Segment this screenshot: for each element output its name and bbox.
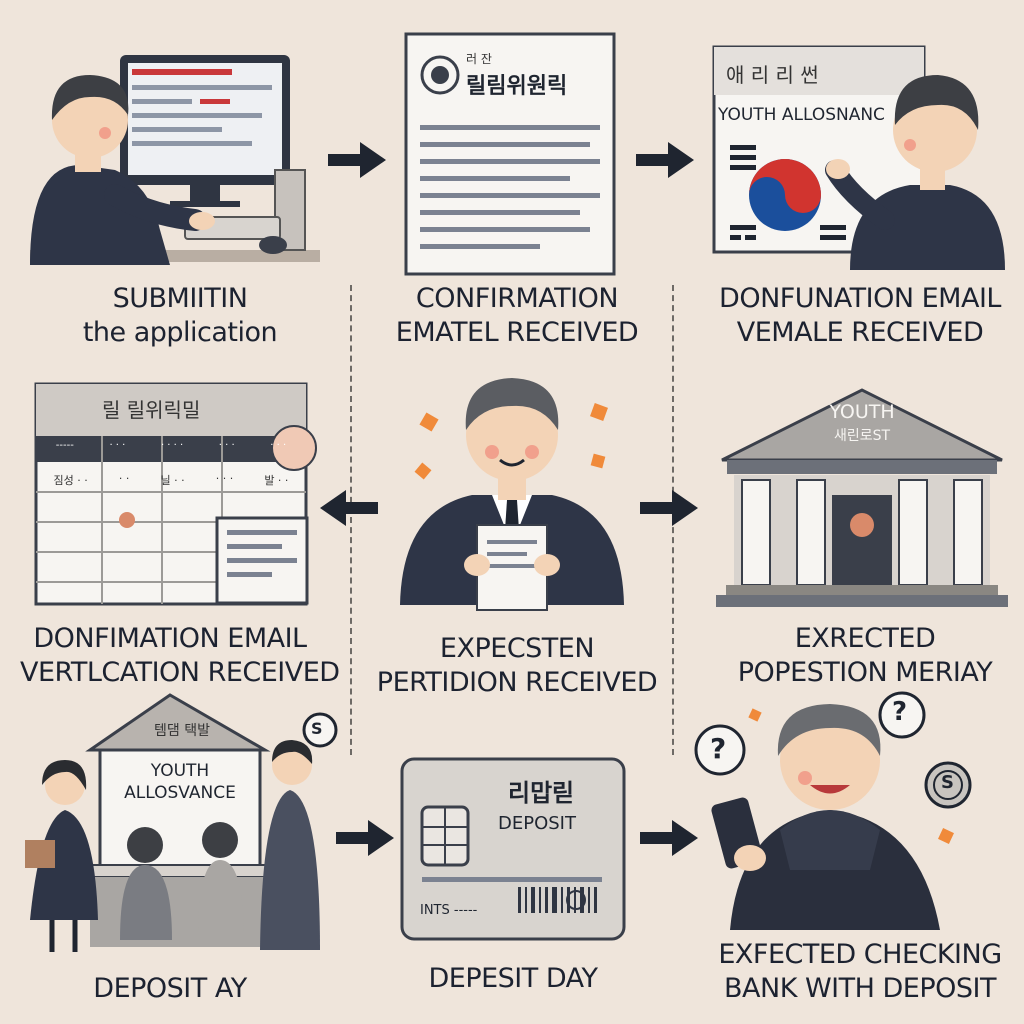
caption-verification: DONFIMATION EMAIL VERTLCATION RECEIVED: [20, 622, 340, 690]
caption-checking: EXFECTED CHECKING BANK WITH DEPOSIT: [700, 938, 1020, 1006]
panel-institution: YOUTH 새린로ST: [712, 385, 1012, 620]
table-header-cell: · · · ·: [160, 440, 184, 451]
panel-center-person: [392, 360, 632, 620]
caption-line: EMATEL RECEIVED: [395, 317, 639, 348]
card-icon: [400, 757, 626, 941]
panel-youth-allowance-sign: 애 리 리 썬 YOUTH ALLOSNANC: [710, 45, 1010, 270]
arrow-left-icon: [318, 488, 378, 528]
arrow-right-icon: [328, 140, 388, 180]
office-illustration: [25, 693, 338, 952]
sign-subheading: YOUTH ALLOSNANC: [718, 105, 885, 125]
caption-institution: EXRECTED POPESTION MERIAY: [715, 622, 1015, 690]
caption-submit: SUBMIITIN the application: [20, 282, 340, 350]
badge-icon: S: [311, 719, 323, 738]
table-header-row: ----- · · · · · · · · · · · · ·: [38, 440, 304, 451]
question-icon: ?: [892, 697, 908, 727]
caption-line: DEPESIT DAY: [428, 963, 598, 994]
table-row: 짐성 · · · · 닐 · · · · · 발 · ·: [38, 472, 304, 488]
flag-sign-illustration: [712, 45, 1005, 270]
table-cell: 짐성 · ·: [53, 474, 88, 487]
pediment-subtitle: 새린로ST: [833, 428, 891, 444]
panel-deposit-card: 리맙릳 DEPOSIT INTS -----: [398, 755, 628, 945]
caption-deposit-office: DEPOSIT AY: [40, 972, 300, 1006]
panel-checking-phone: ? ? S: [690, 690, 1010, 930]
person-with-phone-illustration: [694, 691, 972, 930]
caption-deposit-day: DEPESIT DAY: [398, 962, 628, 996]
table-header-cell: -----: [55, 440, 74, 451]
caption-line: BANK WITH DEPOSIT: [724, 973, 997, 1004]
table-header-cell: · · ·: [218, 440, 235, 451]
office-roof-text: 템댐 택발: [154, 723, 210, 739]
dashed-connector-left: [350, 285, 352, 755]
document-illustration: [404, 32, 616, 276]
caption-line: EXRECTED: [794, 623, 936, 654]
table-cell: · ·: [118, 472, 130, 485]
office-sign-line: ALLOSVANCE: [124, 783, 236, 803]
panel-confirmation-doc: 러 잔 릴림위원릭: [400, 30, 620, 280]
card-number: INTS -----: [420, 903, 478, 918]
table-header-cell: · · ·: [270, 440, 287, 451]
table-title: 릴 릴위릭밀: [102, 398, 201, 422]
card-label: DEPOSIT: [498, 813, 576, 834]
caption-line: DEPOSIT AY: [93, 973, 247, 1004]
caption-center: EXPECSTEN PERTIDION RECEIVED: [372, 632, 662, 700]
bank-building-icon: [716, 388, 1008, 607]
office-sign-line: YOUTH: [150, 761, 210, 781]
table-header-cell: · · ·: [109, 440, 126, 451]
caption-line: the application: [82, 317, 278, 348]
panel-verification-table: 릴 릴위릭밀 ----- · · · · · · · · · · · · · 짐…: [32, 380, 332, 610]
caption-donfunation: DONFUNATION EMAIL VEMALE RECEIVED: [700, 282, 1020, 350]
panel-submit-application: [20, 45, 320, 275]
caption-line: EXFECTED CHECKING: [718, 939, 1002, 970]
arrow-right-icon: [636, 140, 696, 180]
table-cell: 닐 · ·: [160, 474, 185, 487]
arrow-right-icon: [336, 818, 396, 858]
caption-line: EXPECSTEN: [439, 633, 595, 664]
arrow-right-icon: [640, 488, 700, 528]
doc-heading: 릴림위원릭: [466, 74, 568, 99]
caption-line: DONFUNATION EMAIL: [719, 283, 1001, 314]
table-illustration: [34, 382, 317, 606]
card-korean-title: 리맙릳: [508, 779, 575, 807]
question-icon: ?: [710, 732, 727, 765]
table-cell: 발 · ·: [264, 474, 289, 487]
caption-line: SUBMIITIN: [112, 283, 248, 314]
panel-deposit-office: 템댐 택발 YOUTH ALLOSVANCE S: [20, 690, 340, 960]
caption-line: VEMALE RECEIVED: [736, 317, 984, 348]
caption-line: PERTIDION RECEIVED: [376, 667, 658, 698]
caption-line: POPESTION MERIAY: [737, 657, 993, 688]
submit-illustration: [30, 55, 320, 265]
caption-confirmation: CONFIRMATION EMATEL RECEIVED: [372, 282, 662, 350]
caption-line: DONFIMATION EMAIL: [33, 623, 307, 654]
office-sign: YOUTH ALLOSVANCE: [102, 760, 258, 804]
caption-line: CONFIRMATION: [415, 283, 619, 314]
doc-seal-text: 러 잔: [466, 52, 492, 66]
caption-line: VERTLCATION RECEIVED: [20, 657, 340, 688]
table-cell: · · ·: [215, 472, 234, 485]
coin-icon: S: [941, 772, 954, 793]
arrow-right-icon: [640, 818, 700, 858]
pediment-title: YOUTH: [829, 401, 895, 423]
sign-heading: 애 리 리 썬: [726, 63, 819, 87]
person-with-document-illustration: [400, 378, 624, 611]
